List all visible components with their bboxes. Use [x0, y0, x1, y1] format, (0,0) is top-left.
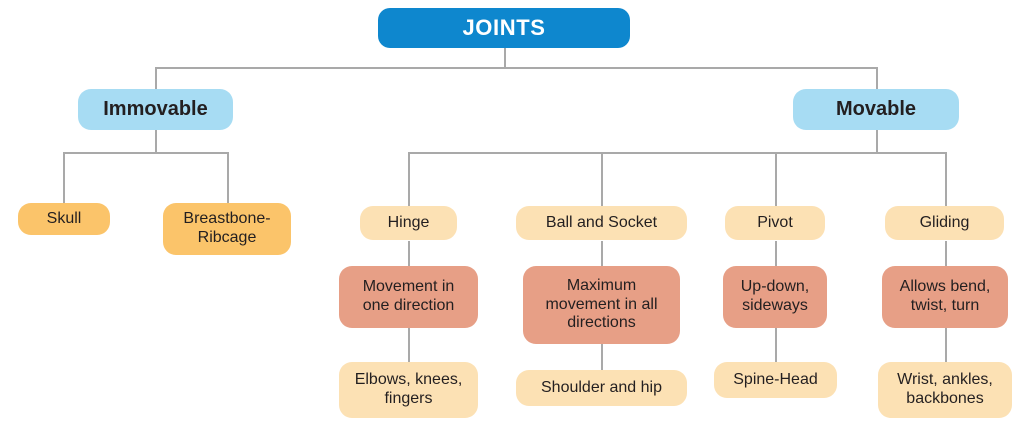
node-pivot-examples[interactable]: Spine-Head: [714, 362, 837, 398]
connector-drop-skull: [63, 152, 65, 203]
connector-drop-breastbone: [227, 152, 229, 203]
node-movable[interactable]: Movable: [793, 89, 959, 130]
node-root-joints[interactable]: JOINTS: [378, 8, 630, 48]
node-pivot-movement[interactable]: Up-down, sideways: [723, 266, 827, 328]
node-gliding[interactable]: Gliding: [885, 206, 1004, 240]
node-gliding-examples[interactable]: Wrist, ankles, backbones: [878, 362, 1012, 418]
connector-movable-stem: [876, 130, 878, 153]
connector-movable-bus: [408, 152, 946, 154]
connector-ball-socket-movement: [601, 241, 603, 266]
node-gliding-movement[interactable]: Allows bend, twist, turn: [882, 266, 1008, 328]
node-pivot[interactable]: Pivot: [725, 206, 825, 240]
connector-immovable-bus: [63, 152, 228, 154]
connector-hinge-movement: [408, 241, 410, 266]
node-hinge[interactable]: Hinge: [360, 206, 457, 240]
connector-gliding-examples: [945, 328, 947, 362]
node-ball-and-socket-movement[interactable]: Maximum movement in all directions: [523, 266, 680, 344]
connector-gliding-movement: [945, 241, 947, 266]
node-immovable[interactable]: Immovable: [78, 89, 233, 130]
connector-pivot-examples: [775, 328, 777, 362]
node-breastbone-ribcage[interactable]: Breastbone-Ribcage: [163, 203, 291, 255]
connector-ball-socket-examples: [601, 344, 603, 370]
connector-root-stem: [504, 48, 506, 68]
connector-drop-hinge: [408, 152, 410, 206]
connector-root-bus: [155, 67, 878, 69]
connector-drop-gliding: [945, 152, 947, 206]
connector-drop-ball-socket: [601, 152, 603, 206]
node-hinge-examples[interactable]: Elbows, knees, fingers: [339, 362, 478, 418]
connector-hinge-examples: [408, 328, 410, 362]
connector-pivot-movement: [775, 241, 777, 266]
connector-drop-pivot: [775, 152, 777, 206]
connector-drop-immovable: [155, 67, 157, 89]
node-ball-and-socket[interactable]: Ball and Socket: [516, 206, 687, 240]
node-skull[interactable]: Skull: [18, 203, 110, 235]
connector-immovable-stem: [155, 130, 157, 153]
node-hinge-movement[interactable]: Movement in one direction: [339, 266, 478, 328]
node-ball-and-socket-examples[interactable]: Shoulder and hip: [516, 370, 687, 406]
connector-drop-movable: [876, 67, 878, 89]
